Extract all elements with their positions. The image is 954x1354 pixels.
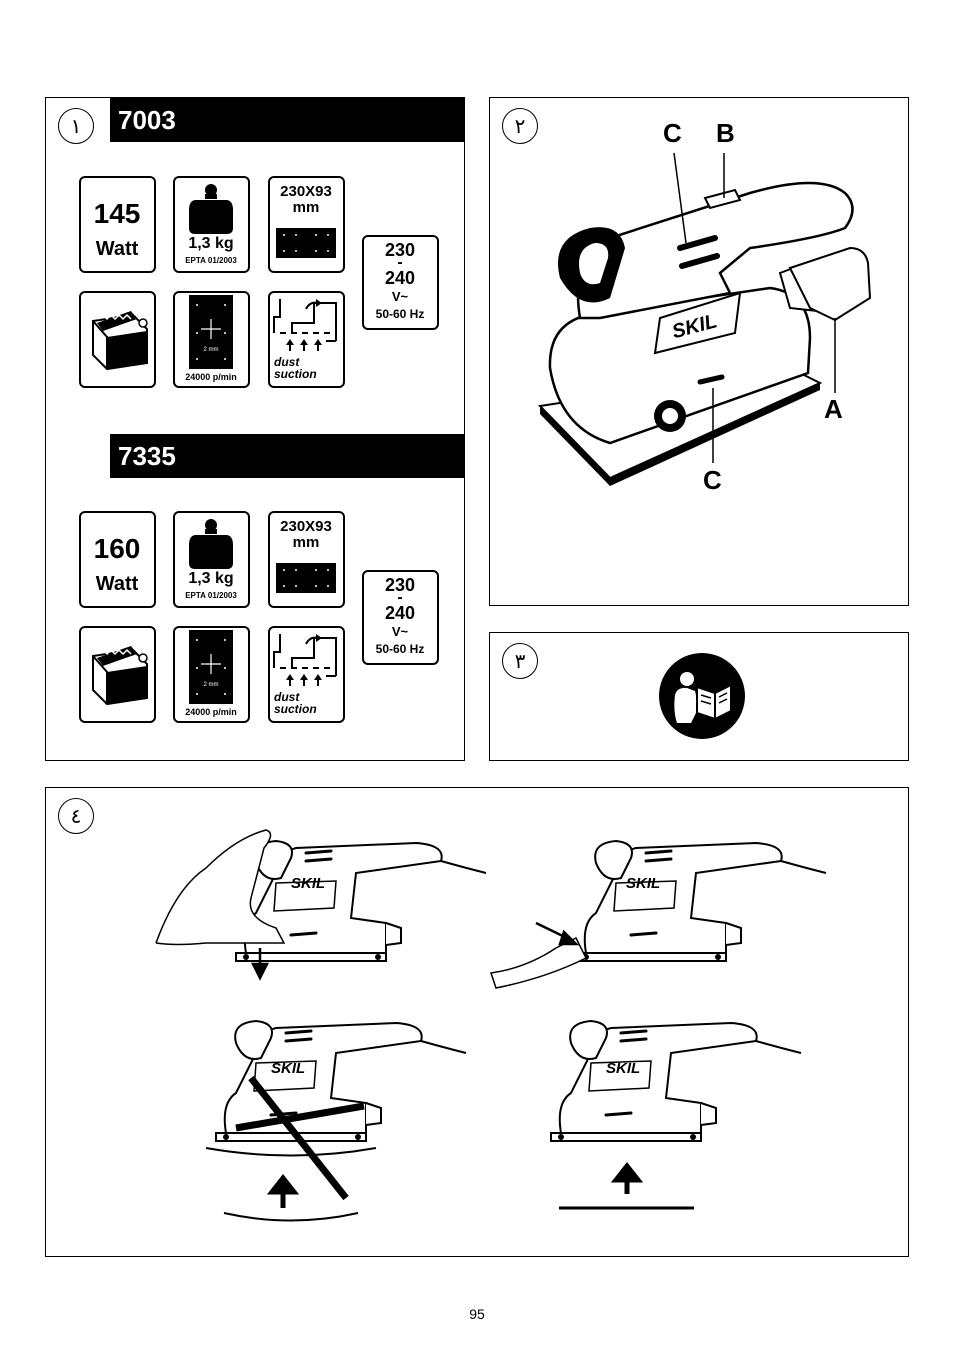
voltage-line1: 230: [384, 575, 416, 595]
sanding-wood-icon: [92, 646, 148, 706]
dust-suction-icon: [273, 634, 337, 686]
sanding-sheet-icon: [276, 228, 336, 258]
voltage-line1: 230: [384, 240, 416, 260]
speed: 24000 p/min: [185, 707, 237, 717]
panel-tool-overview: ٢ SKIL C B A C: [489, 97, 909, 606]
svg-text:SKIL: SKIL: [626, 875, 660, 892]
model-title-bar: 7335: [110, 434, 465, 478]
weight-value: 1,3 kg: [188, 570, 234, 587]
pad-size-line2: mm: [292, 199, 320, 216]
dust-suction-box: dust suction: [268, 291, 345, 388]
frequency: 50-60 Hz: [375, 642, 425, 656]
label-c-top: C: [663, 118, 682, 148]
power-box: 160 Watt: [79, 511, 156, 608]
voltage-unit: V~: [391, 289, 409, 304]
weight-box: 1,3 kg EPTA 01/2003: [173, 176, 250, 273]
weight-box: 1,3 kg EPTA 01/2003: [173, 511, 250, 608]
voltage-box: 230 - 240 V~ 50-60 Hz: [362, 570, 439, 665]
model-title-bar: 7003: [110, 98, 465, 142]
sanding-sheet-icon: [276, 563, 336, 593]
dust-suction-icon: [273, 299, 337, 351]
label-c-bottom: C: [703, 465, 722, 495]
voltage-line2: 240: [384, 268, 416, 288]
dust-label-line1: dust: [274, 690, 300, 704]
read-manual-icon: [659, 653, 745, 739]
orbit-speed-box: 2 mm 24000 p/min: [173, 291, 250, 388]
svg-text:SKIL: SKIL: [271, 1060, 305, 1077]
usage-illustrations: SKIL SKIL SKIL SKIL: [155, 829, 828, 1222]
pad-size-box: 230X93 mm: [268, 511, 345, 608]
frequency: 50-60 Hz: [375, 307, 425, 321]
panel-specifications: ١ 7003 145 Watt 1,3 kg EPTA 01/2003 230X…: [45, 97, 465, 761]
svg-text:2 mm: 2 mm: [204, 682, 219, 688]
dust-label-line2: suction: [274, 367, 317, 381]
svg-text:SKIL: SKIL: [606, 1060, 640, 1077]
svg-text:2 mm: 2 mm: [204, 347, 219, 353]
label-a: A: [824, 394, 843, 424]
weight-value: 1,3 kg: [188, 235, 234, 252]
dust-label-line2: suction: [274, 702, 317, 716]
dust-label-line1: dust: [274, 355, 300, 369]
pad-size-line1: 230X93: [280, 183, 332, 200]
sander-illustration: SKIL: [537, 152, 872, 486]
voltage-box: 230 - 240 V~ 50-60 Hz: [362, 235, 439, 330]
label-b: B: [716, 118, 735, 148]
weight-note: EPTA 01/2003: [185, 591, 237, 600]
orbit-speed-box: 2 mm 24000 p/min: [173, 626, 250, 723]
panel-number: ٤: [58, 798, 94, 834]
orbit-icon: 2 mm: [189, 295, 233, 369]
svg-text:SKIL: SKIL: [291, 875, 325, 892]
voltage-line2: 240: [384, 603, 416, 623]
panel-usage-instructions: ٤ SKIL SKIL SKIL: [45, 787, 909, 1257]
power-value: 160: [93, 533, 141, 564]
voltage-dash: -: [397, 589, 403, 606]
power-unit: Watt: [95, 573, 139, 595]
power-box: 145 Watt: [79, 176, 156, 273]
weight-icon: [189, 519, 233, 569]
voltage-dash: -: [397, 254, 403, 271]
dust-suction-box: dust suction: [268, 626, 345, 723]
application-box: [79, 291, 156, 388]
power-value: 145: [93, 198, 141, 229]
orbit-icon: 2 mm: [189, 630, 233, 704]
panel-number: ١: [58, 108, 94, 144]
panel-number: ٣: [502, 643, 538, 679]
pad-size-box: 230X93 mm: [268, 176, 345, 273]
sanding-wood-icon: [92, 311, 148, 371]
pad-size-line1: 230X93: [280, 518, 332, 535]
speed: 24000 p/min: [185, 372, 237, 382]
power-unit: Watt: [95, 238, 139, 260]
pad-size-line2: mm: [292, 534, 320, 551]
voltage-unit: V~: [391, 624, 409, 639]
weight-note: EPTA 01/2003: [185, 256, 237, 265]
panel-read-manual: ٣: [489, 632, 909, 761]
weight-icon: [189, 184, 233, 234]
application-box: [79, 626, 156, 723]
page-number: 95: [469, 1306, 485, 1322]
panel-number: ٢: [502, 108, 538, 144]
